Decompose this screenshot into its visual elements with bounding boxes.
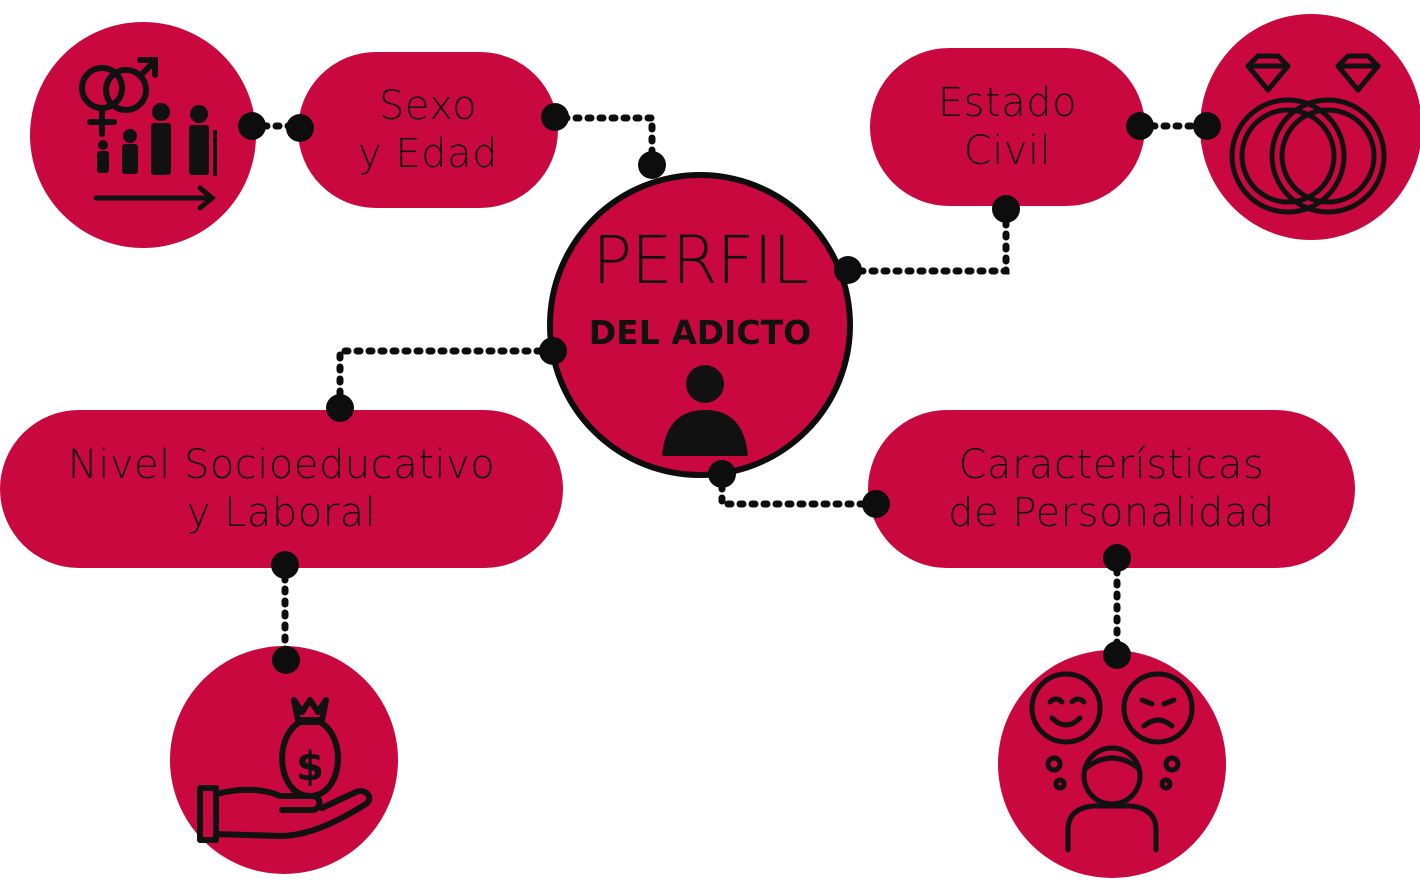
dot: [834, 256, 862, 284]
node-nivel-line1: Nivel Socioeducativo: [67, 442, 496, 488]
connector-nivel-center: [336, 347, 556, 412]
dot: [271, 551, 299, 579]
user-icon: [662, 365, 748, 456]
node-sexo-edad-line2: y Edad: [358, 131, 498, 177]
svg-text:$: $: [296, 744, 324, 790]
dot: [1193, 112, 1221, 140]
icon-circle-sexo-edad: [30, 22, 256, 248]
dot: [1103, 641, 1131, 669]
money-hand-icon: $: [197, 697, 373, 843]
dot: [638, 151, 666, 179]
gender-age-icon: [79, 57, 217, 211]
dot: [862, 490, 890, 518]
node-caracteristicas-line1: Características: [958, 442, 1265, 488]
node-nivel-line2: y Laboral: [186, 490, 377, 536]
node-estado-civil-line1: Estado: [937, 80, 1078, 126]
node-estado-civil: Estado Civil: [870, 48, 1145, 206]
center-subtitle: DEL ADICTO: [588, 313, 812, 352]
dot: [286, 114, 314, 142]
dot: [539, 337, 567, 365]
node-sexo-edad: Sexo y Edad: [298, 52, 558, 208]
dot: [1126, 112, 1154, 140]
dot: [272, 646, 300, 674]
node-caracteristicas: Características de Personalidad: [868, 410, 1355, 568]
center-title: PERFIL: [592, 222, 809, 299]
icon-circle-caracteristicas: [998, 650, 1226, 878]
icon-circle-nivel: $: [170, 646, 398, 874]
node-nivel-socioeducativo: Nivel Socioeducativo y Laboral: [0, 410, 563, 568]
icon-circle-estado-civil: [1200, 14, 1420, 240]
dot: [708, 460, 736, 488]
center-node: PERFIL DEL ADICTO: [547, 172, 853, 478]
dot: [992, 195, 1020, 223]
dot: [1103, 544, 1131, 572]
node-sexo-edad-line1: Sexo: [378, 83, 478, 129]
wedding-rings-icon: [1229, 53, 1387, 215]
node-estado-civil-line2: Civil: [963, 128, 1052, 174]
dot: [541, 103, 569, 131]
connector-civil-center: [844, 205, 1010, 275]
emotions-person-icon: [1029, 671, 1195, 853]
connector-sexo-center: [548, 114, 656, 169]
node-caracteristicas-line2: de Personalidad: [948, 490, 1275, 536]
dot: [238, 112, 266, 140]
dot: [326, 394, 354, 422]
